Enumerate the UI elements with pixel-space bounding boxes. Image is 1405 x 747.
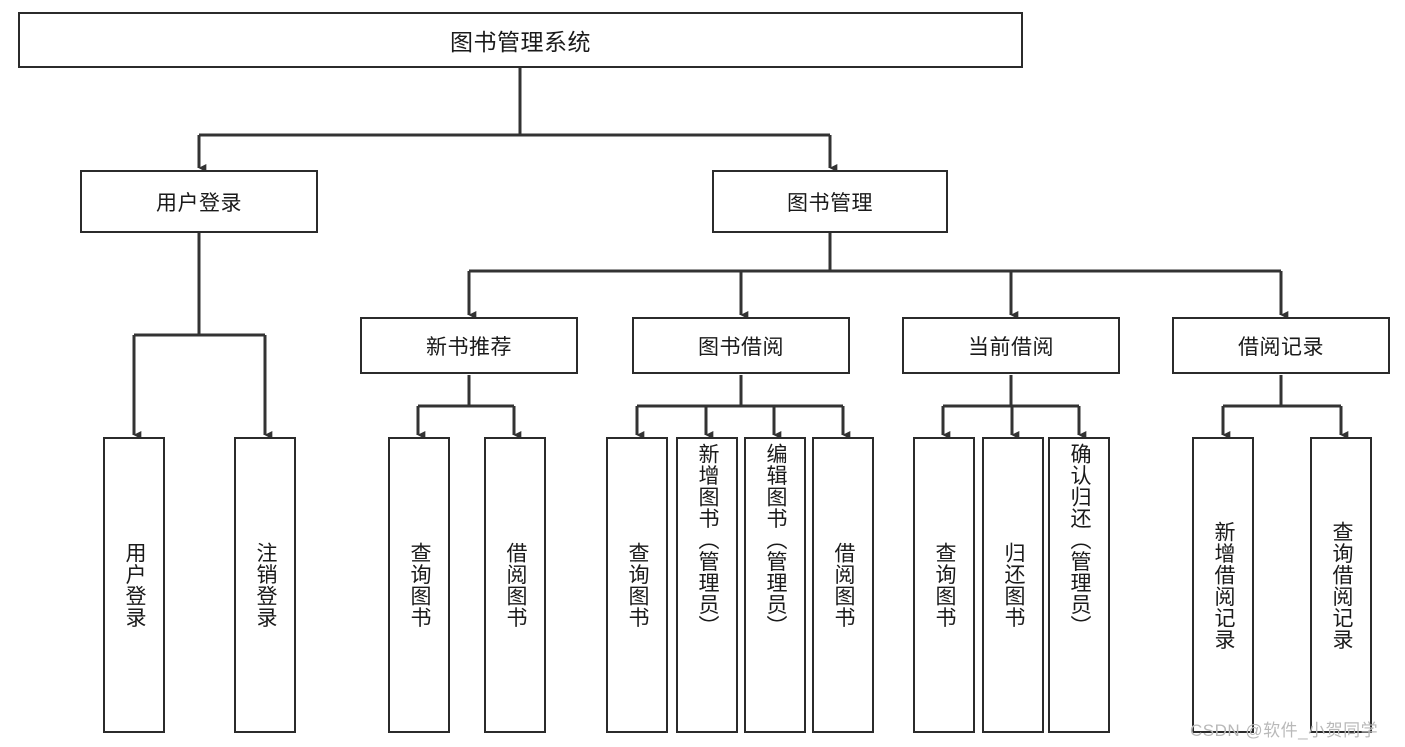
node-root-system[interactable]: 图书管理系统 xyxy=(18,12,1023,68)
leaf-recommend-borrow-book[interactable]: 借阅图书 xyxy=(484,437,546,733)
node-label: 新增借阅记录 xyxy=(1212,520,1236,650)
node-label: 图书借阅 xyxy=(698,335,784,359)
node-label: 图书管理系统 xyxy=(450,29,591,55)
node-user-login[interactable]: 用户登录 xyxy=(80,170,318,233)
leaf-borrow-query-book[interactable]: 查询图书 xyxy=(606,437,668,733)
node-label: 编辑图书（管理员） xyxy=(764,443,788,637)
leaf-current-query-book[interactable]: 查询图书 xyxy=(913,437,975,733)
node-label: 归还图书 xyxy=(1002,542,1026,628)
node-book-borrow[interactable]: 图书借阅 xyxy=(632,317,850,374)
leaf-borrow-borrow-book[interactable]: 借阅图书 xyxy=(812,437,874,733)
node-label: 用户登录 xyxy=(156,191,242,215)
node-label: 借阅记录 xyxy=(1238,335,1324,359)
leaf-borrow-edit-book-admin[interactable]: 编辑图书（管理员） xyxy=(744,437,806,733)
node-label: 查询图书 xyxy=(933,542,957,628)
csdn-watermark: CSDN @软件_小贺同学 xyxy=(1190,721,1379,740)
node-label: 用户登录 xyxy=(123,542,147,628)
node-label: 查询图书 xyxy=(408,542,432,628)
node-current-borrow[interactable]: 当前借阅 xyxy=(902,317,1120,374)
node-book-management[interactable]: 图书管理 xyxy=(712,170,948,233)
node-label: 新书推荐 xyxy=(426,335,512,359)
node-label: 确认归还（管理员） xyxy=(1068,443,1092,637)
leaf-user-login-signin[interactable]: 用户登录 xyxy=(103,437,165,733)
node-label: 借阅图书 xyxy=(832,542,856,628)
node-borrow-record[interactable]: 借阅记录 xyxy=(1172,317,1390,374)
leaf-recommend-query-book[interactable]: 查询图书 xyxy=(388,437,450,733)
leaf-current-confirm-return-admin[interactable]: 确认归还（管理员） xyxy=(1048,437,1110,733)
leaf-record-add-record[interactable]: 新增借阅记录 xyxy=(1192,437,1254,733)
leaf-record-query-record[interactable]: 查询借阅记录 xyxy=(1310,437,1372,733)
node-label: 注销登录 xyxy=(254,542,278,628)
node-label: 查询借阅记录 xyxy=(1330,520,1354,650)
node-label: 图书管理 xyxy=(787,191,873,215)
node-label: 查询图书 xyxy=(626,542,650,628)
leaf-borrow-add-book-admin[interactable]: 新增图书（管理员） xyxy=(676,437,738,733)
node-label: 当前借阅 xyxy=(968,335,1054,359)
node-label: 新增图书（管理员） xyxy=(696,443,720,637)
leaf-user-login-signout[interactable]: 注销登录 xyxy=(234,437,296,733)
node-label: 借阅图书 xyxy=(504,542,528,628)
node-new-book-recommend[interactable]: 新书推荐 xyxy=(360,317,578,374)
leaf-current-return-book[interactable]: 归还图书 xyxy=(982,437,1044,733)
